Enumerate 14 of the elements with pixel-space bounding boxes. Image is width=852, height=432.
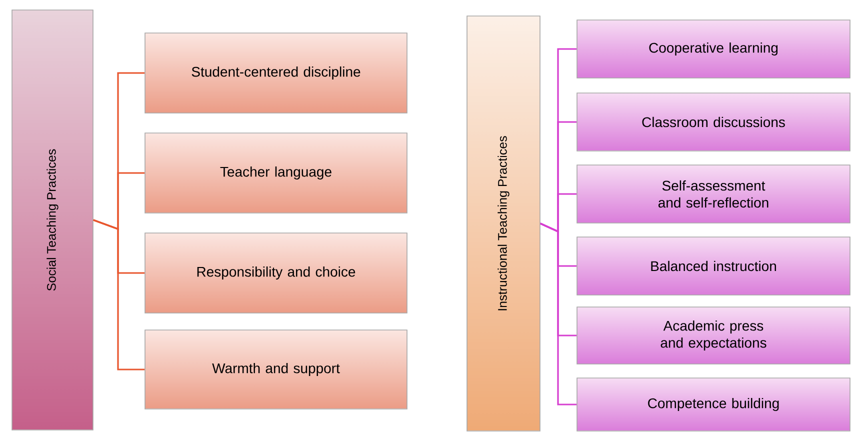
practice-box: Student-centered discipline (144, 32, 408, 114)
practice-box: Academic press and expectations (576, 306, 850, 364)
category-box: Instructional Teaching Practices (466, 16, 540, 432)
practice-box: Balanced instruction (576, 236, 850, 296)
connector-line (540, 222, 577, 406)
practice-box: Competence building (576, 378, 850, 432)
connector-line (93, 219, 145, 370)
practice-box: Cooperative learning (576, 20, 850, 78)
practice-box: Responsibility and choice (144, 232, 408, 314)
practice-box: Classroom discussions (576, 92, 850, 152)
category-box: Social Teaching Practices (12, 10, 94, 430)
practice-box: Teacher language (144, 132, 408, 214)
practice-box: Self-assessment and self-reflection (576, 164, 850, 224)
practice-box: Warmth and support (144, 330, 408, 410)
